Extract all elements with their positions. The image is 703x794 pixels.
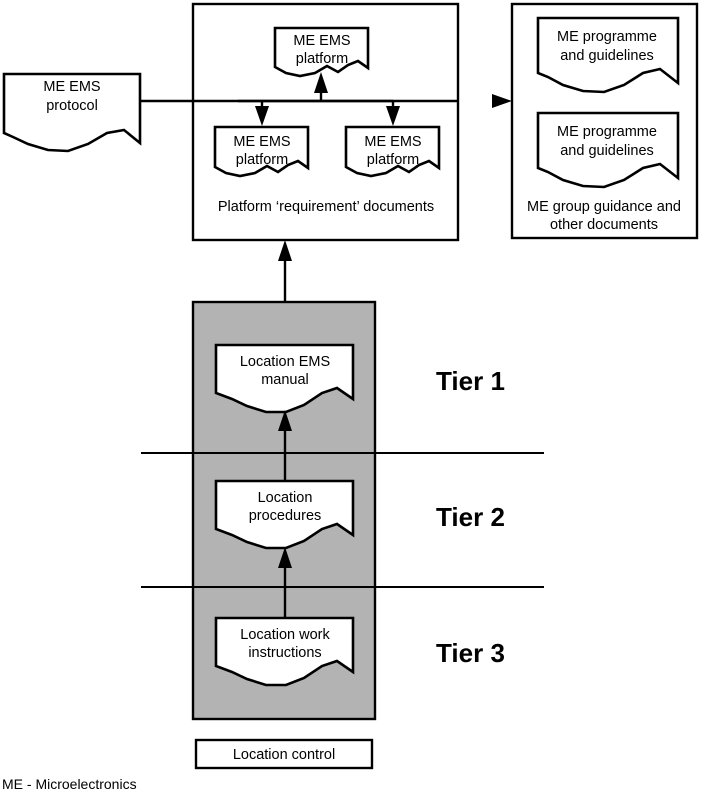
me-programme-doc-1-line2: and guidelines bbox=[560, 48, 654, 64]
location-control-label: Location control bbox=[233, 747, 335, 763]
middle-bottom-left-doc-shape bbox=[213, 125, 310, 178]
me-programme-doc-2-line2: and guidelines bbox=[560, 143, 654, 159]
middle-bottom-left-platform-document: ME EMS platform bbox=[213, 125, 310, 178]
tier-1-doc-shape bbox=[214, 343, 355, 414]
tier-2-document: Location procedures bbox=[214, 479, 355, 550]
platform-requirements-container bbox=[191, 2, 460, 242]
arrow-up-tier3-tier2 bbox=[278, 547, 292, 568]
me-programme-doc-2-shape bbox=[536, 111, 680, 189]
me-ems-protocol-document: ME EMS protocol bbox=[2, 72, 142, 153]
middle-bottom-right-doc-shape bbox=[344, 125, 441, 178]
me-ems-protocol-doc-shape bbox=[2, 72, 142, 153]
arrow-up-to-platform-box bbox=[278, 240, 292, 261]
middle-bottom-left-doc-line2: platform bbox=[236, 152, 288, 168]
tier-2-doc-line1: Location bbox=[258, 490, 313, 506]
me-programme-doc-1-line1: ME programme bbox=[557, 29, 657, 45]
middle-bottom-left-doc-line1: ME EMS bbox=[233, 134, 290, 150]
tier-3-label: Tier 3 bbox=[436, 638, 505, 668]
middle-top-platform-document: ME EMS platform bbox=[273, 26, 370, 78]
me-ems-protocol-line1: ME EMS bbox=[43, 79, 100, 95]
tier-2-doc-shape bbox=[214, 479, 355, 550]
location-control-box: Location control bbox=[194, 738, 374, 770]
me-ems-protocol-line2: protocol bbox=[46, 98, 98, 114]
middle-bottom-right-doc-line2: platform bbox=[367, 152, 419, 168]
me-programme-document-1: ME programme and guidelines bbox=[536, 16, 680, 94]
me-group-guidance-caption-line2: other documents bbox=[550, 217, 658, 233]
branch-arrow-right bbox=[386, 106, 400, 126]
platform-requirements-caption: Platform ‘requirement’ documents bbox=[218, 199, 434, 215]
tier3-to-tier2-arrow bbox=[278, 547, 292, 618]
middle-bottom-right-doc-line1: ME EMS bbox=[364, 134, 421, 150]
tier-2-doc-line2: procedures bbox=[249, 508, 322, 524]
tier-3-doc-line1: Location work bbox=[240, 627, 330, 643]
protocol-to-platform-connector bbox=[140, 72, 512, 126]
middle-top-doc-line1: ME EMS bbox=[293, 33, 350, 49]
branch-arrow-left bbox=[255, 106, 269, 126]
tier-3-document: Location work instructions bbox=[214, 616, 355, 687]
me-programme-document-2: ME programme and guidelines bbox=[536, 111, 680, 189]
middle-top-doc-line2: platform bbox=[296, 51, 348, 67]
middle-top-doc-shape bbox=[273, 26, 370, 78]
branch-arrow-up bbox=[314, 72, 328, 93]
tier-2-label: Tier 2 bbox=[436, 502, 505, 532]
me-group-guidance-container bbox=[510, 2, 699, 240]
me-programme-doc-2-line1: ME programme bbox=[557, 124, 657, 140]
tier-column-to-platform-arrow bbox=[278, 240, 292, 302]
me-programme-doc-1-shape bbox=[536, 16, 680, 94]
me-group-guidance-caption-line1: ME group guidance and bbox=[527, 199, 681, 215]
tier-1-document: Location EMS manual bbox=[214, 343, 355, 414]
middle-bottom-right-platform-document: ME EMS platform bbox=[344, 125, 441, 178]
arrow-to-me-group-guidance bbox=[492, 94, 512, 108]
tier-1-doc-line1: Location EMS bbox=[240, 354, 330, 370]
tier2-to-tier1-arrow bbox=[278, 410, 292, 481]
tier-3-doc-line2: instructions bbox=[248, 645, 321, 661]
tier-1-doc-line2: manual bbox=[261, 372, 309, 388]
tier-3-doc-shape bbox=[214, 616, 355, 687]
tier-1-label: Tier 1 bbox=[436, 366, 505, 396]
arrow-up-tier2-tier1 bbox=[278, 410, 292, 431]
location-control-box-shape bbox=[194, 738, 374, 770]
figure-footnote: ME - Microelectronics bbox=[2, 776, 137, 792]
